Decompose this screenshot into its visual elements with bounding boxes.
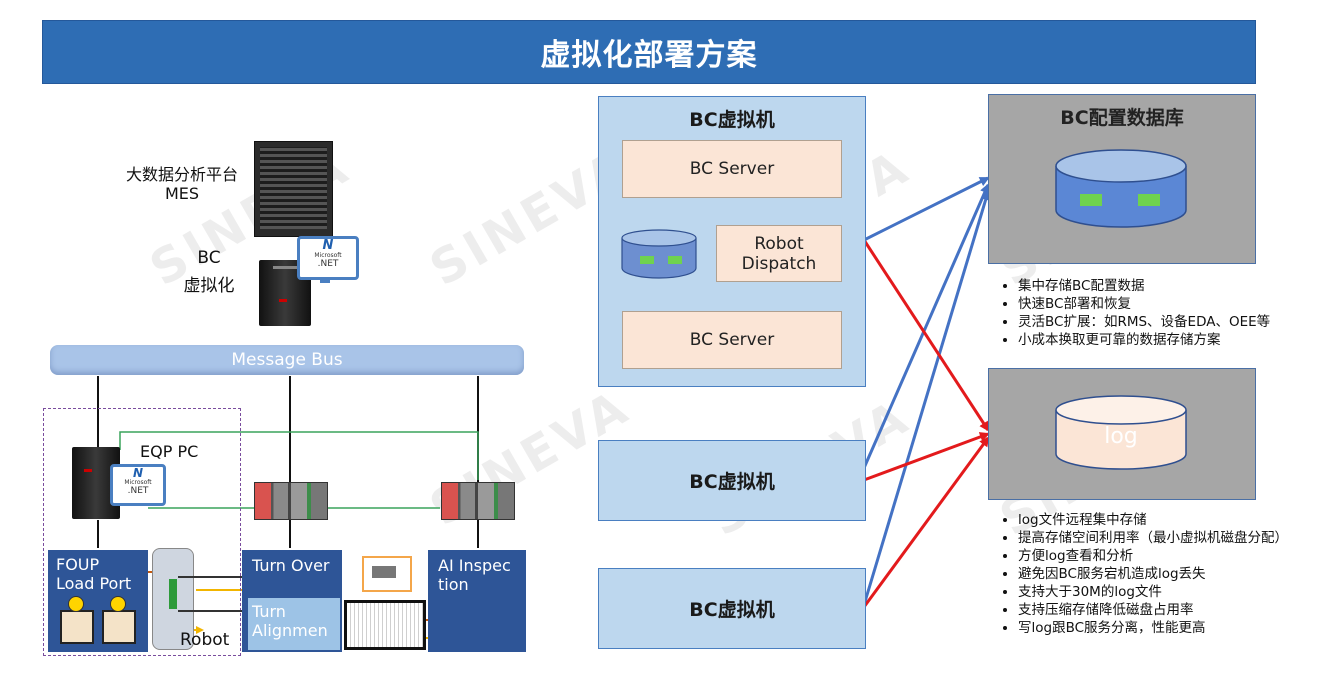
foup-icon	[102, 610, 136, 644]
rack-server-icon	[254, 141, 333, 237]
vm-main-title: BC虚拟机	[689, 109, 775, 131]
db-bullet: 灵活BC扩展：如RMS、设备EDA、OEE等	[1018, 313, 1320, 331]
camera-icon	[362, 556, 412, 592]
robot-fork	[178, 576, 242, 612]
arrow-vm3-log	[862, 436, 990, 608]
inspection-stage	[344, 600, 426, 650]
log-bullet-list: log文件远程集中存储 提高存储空间利用率（最小虚拟机磁盘分配） 方便log查看…	[1000, 511, 1326, 637]
db-bullet-list: 集中存储BC配置数据 快速BC部署和恢复 灵活BC扩展：如RMS、设备EDA、O…	[1000, 277, 1320, 349]
turn-alignment-box: Turn Alignmen	[248, 598, 340, 650]
plc-device-icon	[254, 482, 328, 520]
bc-virtual-label: BC 虚拟化	[183, 248, 235, 296]
arrow-vm1-db	[863, 176, 990, 242]
warning-light-icon	[68, 596, 84, 612]
robot-label: Robot	[180, 630, 230, 650]
vm-3-title: BC虚拟机	[689, 599, 775, 621]
plc-device-icon	[441, 482, 515, 520]
db-bullet: 快速BC部署和恢复	[1018, 295, 1320, 313]
eqp-pc-label: EQP PC	[140, 442, 199, 461]
foup-icon	[60, 610, 94, 644]
vm-box-2: BC虚拟机	[598, 440, 866, 521]
config-db-title: BC配置数据库	[1060, 107, 1184, 129]
eqp-region	[43, 408, 241, 656]
log-bullet: 写log跟BC服务分离，性能更高	[1018, 619, 1326, 637]
bc-server-top: BC Server	[622, 140, 842, 198]
ai-inspection-box: AI Inspection	[428, 550, 526, 652]
database-icon	[1055, 149, 1187, 228]
db-bullet: 小成本换取更可靠的数据存储方案	[1018, 331, 1320, 349]
arrow-vm2-db	[862, 183, 990, 469]
vm-2-title: BC虚拟机	[689, 471, 775, 493]
log-bullet: 支持压缩存储降低磁盘占用率	[1018, 601, 1326, 619]
dotnet-logo-icon: N Microsoft .NET	[110, 464, 166, 506]
log-bullet: 避免因BC服务宕机造成log丢失	[1018, 565, 1326, 583]
vm-box-3: BC虚拟机	[598, 568, 866, 649]
log-bullet: 提高存储空间利用率（最小虚拟机磁盘分配）	[1018, 529, 1326, 547]
warning-light-icon	[110, 596, 126, 612]
robot-dispatch-box: Robot Dispatch	[716, 225, 842, 282]
bc-server-bottom: BC Server	[622, 311, 842, 369]
log-bullet: 方便log查看和分析	[1018, 547, 1326, 565]
database-icon	[621, 229, 697, 279]
arrow-vm3-db	[862, 190, 991, 606]
message-bus: Message Bus	[50, 345, 524, 375]
server-label: 大数据分析平台 MES	[125, 165, 238, 203]
log-bullet: 支持大于30M的log文件	[1018, 583, 1326, 601]
log-storage-icon	[1055, 395, 1187, 470]
page-title: 虚拟化部署方案	[42, 20, 1256, 84]
arrow-vm1-log	[862, 239, 990, 432]
log-label: log	[1104, 424, 1138, 449]
log-bullet: log文件远程集中存储	[1018, 511, 1326, 529]
dotnet-logo-icon: N Microsoft .NET	[297, 236, 359, 280]
robot-arm-icon	[152, 548, 194, 650]
db-bullet: 集中存储BC配置数据	[1018, 277, 1320, 295]
arrow-vm2-log	[863, 432, 990, 482]
